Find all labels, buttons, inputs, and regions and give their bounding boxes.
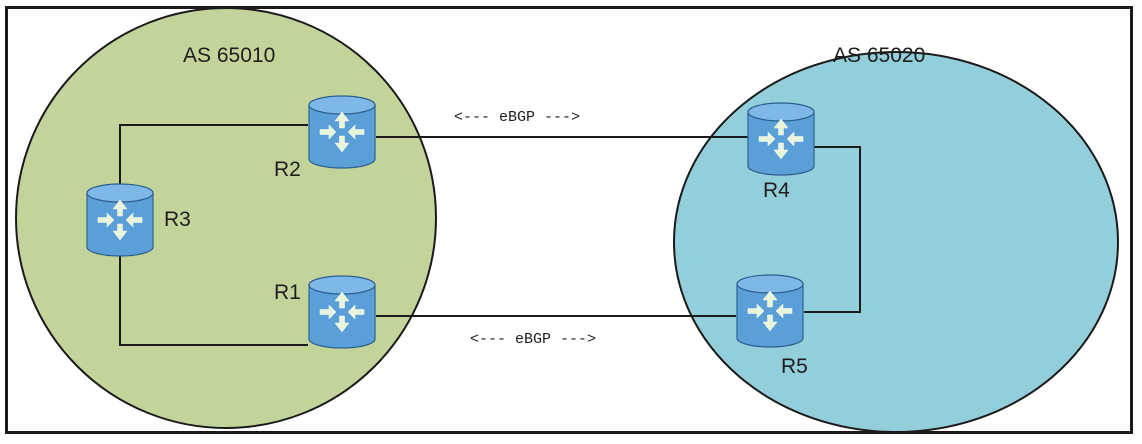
router-r4-icon bbox=[747, 102, 815, 176]
as-65020-label: AS 65020 bbox=[833, 44, 925, 67]
router-r5-icon bbox=[736, 274, 804, 348]
as-65020-region bbox=[673, 51, 1119, 433]
router-r1-label: R1 bbox=[274, 281, 301, 304]
router-r1-icon bbox=[308, 275, 376, 349]
router-r5-label: R5 bbox=[781, 355, 808, 378]
router-r4-label: R4 bbox=[763, 179, 790, 202]
link-r3-r1 bbox=[119, 255, 308, 346]
router-r2-label: R2 bbox=[274, 158, 301, 181]
router-r2-icon bbox=[308, 95, 376, 169]
router-r3-label: R3 bbox=[164, 208, 191, 231]
link-r4-r5 bbox=[804, 146, 861, 313]
router-r3-icon bbox=[86, 183, 154, 257]
ebgp-bottom-label: <--- eBGP ---> bbox=[470, 331, 596, 348]
as-65010-region bbox=[15, 7, 437, 429]
as-65010-label: AS 65010 bbox=[183, 44, 275, 67]
link-r2-r3 bbox=[119, 124, 308, 195]
ebgp-top-label: <--- eBGP ---> bbox=[454, 109, 580, 126]
